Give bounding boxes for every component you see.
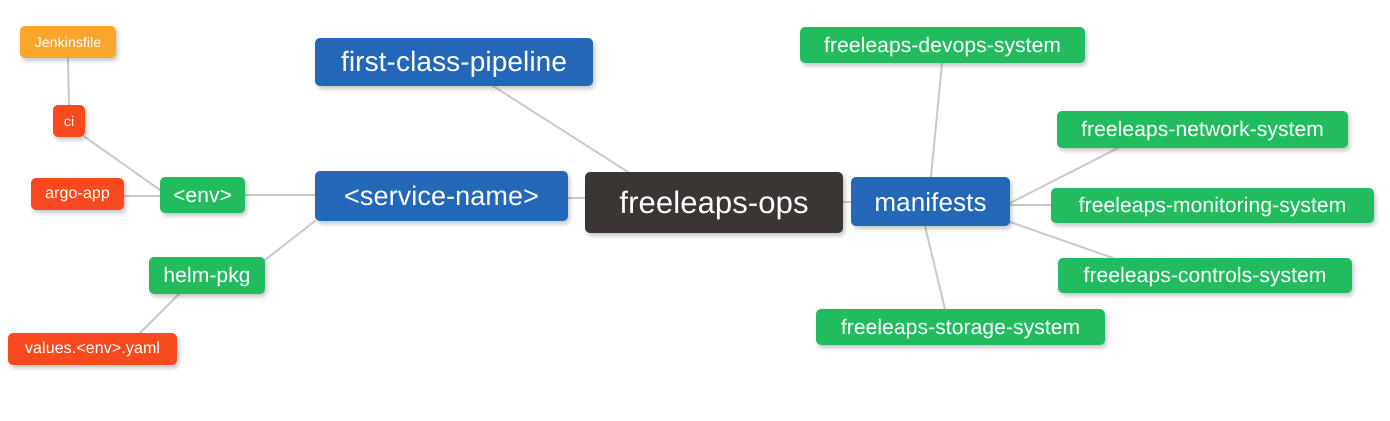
mindmap-node-ci[interactable]: ci xyxy=(53,105,85,137)
mindmap-node-label: first-class-pipeline xyxy=(340,46,568,77)
mindmap-node-manifests[interactable]: manifests xyxy=(851,177,1010,226)
mindmap-node-label: manifests xyxy=(874,186,987,217)
mindmap-node-freeleaps-network-system[interactable]: freeleaps-network-system xyxy=(1057,111,1348,148)
mindmap-node-env[interactable]: <env> xyxy=(160,177,245,213)
mindmap-node-freeleaps-monitoring-system[interactable]: freeleaps-monitoring-system xyxy=(1051,188,1374,223)
mindmap-node-label: Jenkinsfile xyxy=(34,34,102,50)
edge-service-name-to-helm-pkg xyxy=(264,220,316,261)
mindmap-node-label: argo-app xyxy=(45,185,110,202)
edge-helm-pkg-to-values-env-yaml xyxy=(139,293,180,334)
mindmap-node-jenkinsfile[interactable]: Jenkinsfile xyxy=(20,26,116,58)
mindmap-node-label: <service-name> xyxy=(344,180,539,211)
mindmap-node-label: freeleaps-storage-system xyxy=(840,315,1081,339)
mindmap-node-label: freeleaps-network-system xyxy=(1081,118,1324,141)
mindmap-node-argo-app[interactable]: argo-app xyxy=(31,178,124,210)
mindmap-node-label: freeleaps-ops xyxy=(619,185,809,220)
edge-first-class-pipeline-to-freeleaps-ops xyxy=(492,85,629,173)
mindmap-node-label: <env> xyxy=(173,183,232,207)
mindmap-node-freeleaps-devops-system[interactable]: freeleaps-devops-system xyxy=(800,27,1085,63)
mindmap-node-label: values.<env>.yaml xyxy=(24,340,161,357)
mindmap-node-label: helm-pkg xyxy=(163,264,251,287)
edge-manifests-to-freeleaps-storage-system xyxy=(924,225,946,310)
mindmap-node-values-env-yaml[interactable]: values.<env>.yaml xyxy=(8,333,177,365)
edge-manifests-to-freeleaps-controls-system xyxy=(1009,221,1114,259)
mindmap-node-freeleaps-storage-system[interactable]: freeleaps-storage-system xyxy=(816,309,1105,345)
mindmap-node-label: freeleaps-monitoring-system xyxy=(1078,194,1347,217)
mindmap-node-label: ci xyxy=(63,113,75,129)
mindmap-node-label: freeleaps-controls-system xyxy=(1083,264,1327,287)
mindmap-node-label: freeleaps-devops-system xyxy=(824,33,1061,57)
edge-jenkinsfile-to-ci xyxy=(67,57,70,106)
edge-manifests-to-freeleaps-devops-system xyxy=(930,62,943,178)
mindmap-node-service-name[interactable]: <service-name> xyxy=(315,171,568,221)
mindmap-node-first-class-pipeline[interactable]: first-class-pipeline xyxy=(315,38,593,86)
mindmap-node-freeleaps-ops[interactable]: freeleaps-ops xyxy=(585,172,843,233)
mindmap-node-helm-pkg[interactable]: helm-pkg xyxy=(149,257,265,294)
mindmap-node-freeleaps-controls-system[interactable]: freeleaps-controls-system xyxy=(1058,258,1352,293)
